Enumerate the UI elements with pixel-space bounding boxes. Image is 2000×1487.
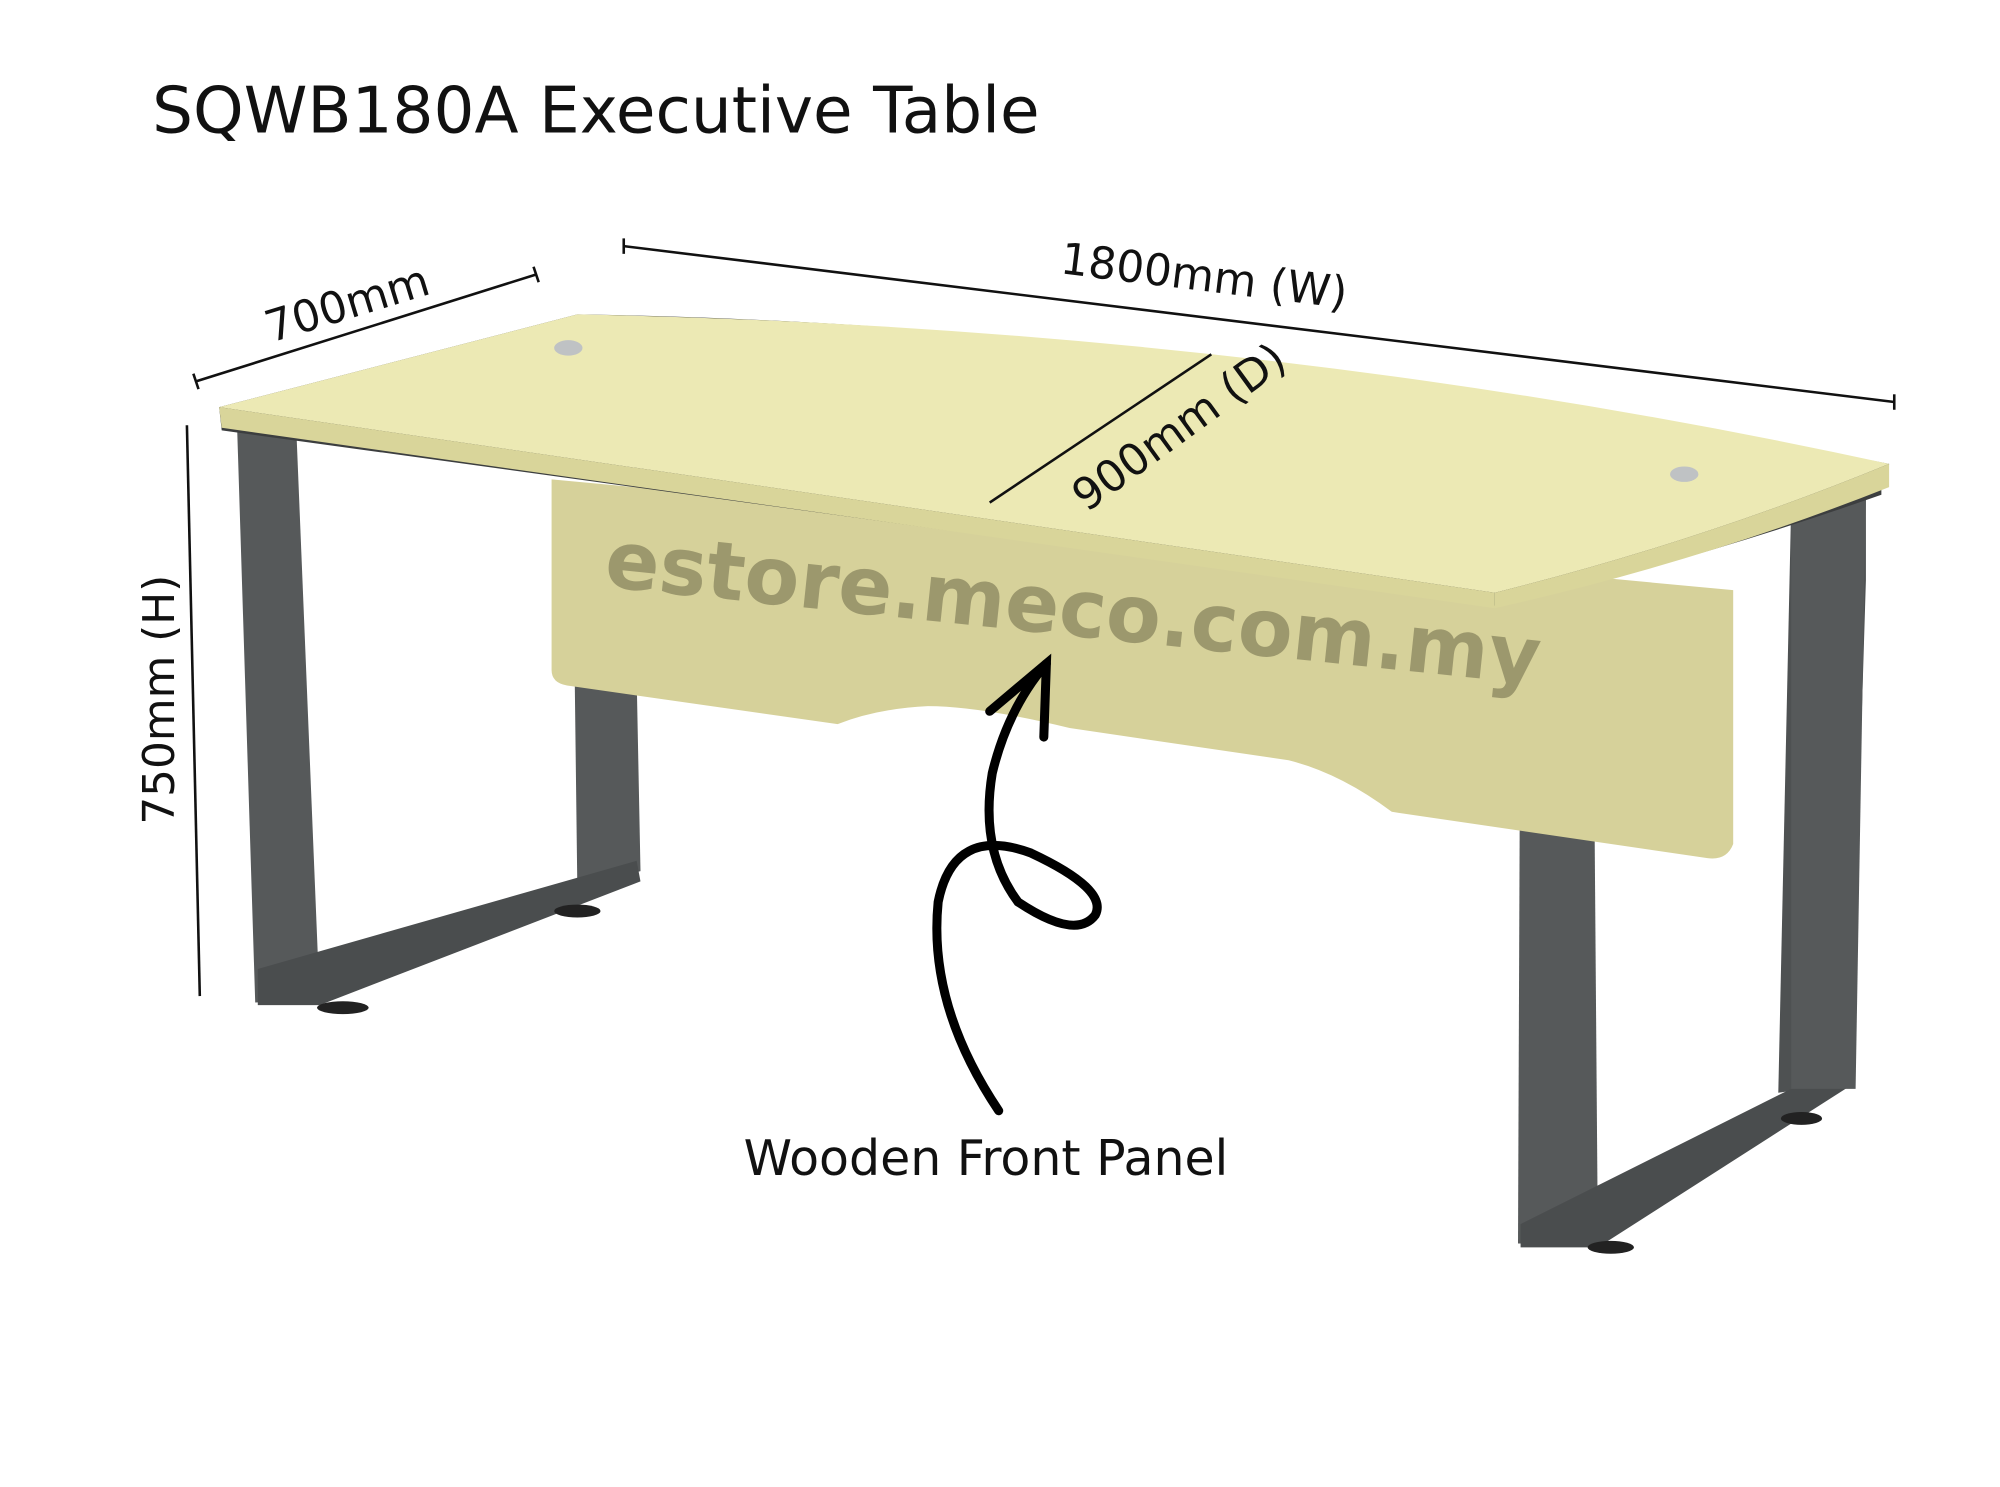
table-frame	[237, 429, 1866, 1254]
leg-left-front	[237, 429, 320, 1003]
leg-left-back	[574, 676, 641, 890]
cable-grommet-icon	[554, 340, 583, 356]
dimension-width: 1800mm (W)	[1058, 233, 1350, 319]
dimension-height: 750mm (H)	[134, 575, 185, 825]
dimension-lines	[185, 238, 1896, 997]
dimension-depth-side: 700mm	[259, 255, 435, 353]
callout-label: Wooden Front Panel	[744, 1130, 1229, 1187]
page-title: SQWB180A Executive Table	[152, 74, 1040, 149]
table-top	[219, 314, 1890, 609]
curved-arrow-icon	[932, 653, 1102, 1116]
cable-grommet-icon	[1670, 466, 1699, 482]
leg-right-back	[1791, 492, 1866, 1089]
